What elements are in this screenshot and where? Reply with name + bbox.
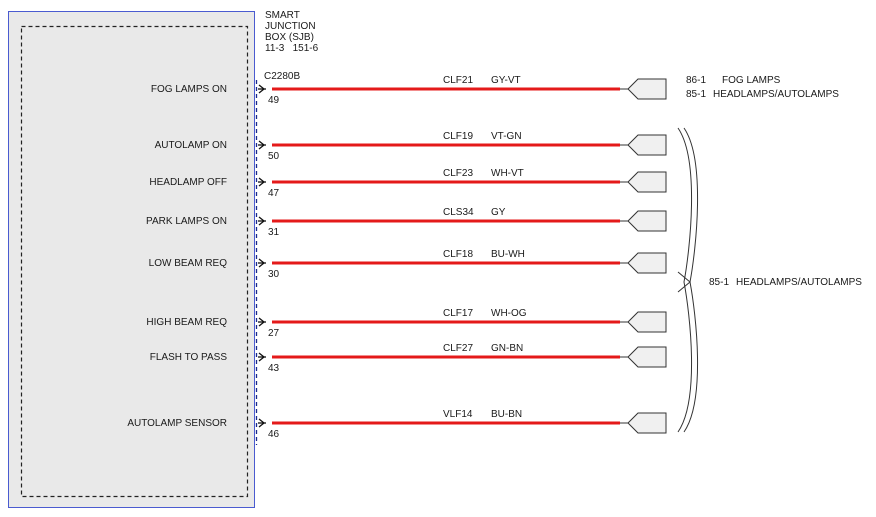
circuit-row: HIGH BEAM REQ 27 CLF17 WH-OG	[146, 308, 667, 339]
circuit-row: AUTOLAMP ON 50 CLF19 VT-GN	[155, 131, 667, 162]
pin-number: 43	[268, 363, 280, 374]
signal-label: AUTOLAMP SENSOR	[127, 418, 227, 429]
wire-color: BU-BN	[491, 409, 522, 420]
group-dest-ref: 85-1	[709, 277, 729, 288]
dest-ref-2: 85-1	[686, 89, 706, 100]
signal-label: FLASH TO PASS	[150, 352, 228, 363]
signal-label: HEADLAMP OFF	[149, 177, 227, 188]
circuit-id: VLF14	[443, 409, 473, 420]
sjb-title: SMART JUNCTION BOX (SJB) 11-3 151-6	[265, 10, 319, 54]
circuit-row: PARK LAMPS ON 31 CLS34 GY	[146, 207, 667, 238]
circuit-row: FLASH TO PASS 43 CLF27 GN-BN	[150, 343, 667, 374]
connector-terminal-icon	[627, 210, 667, 232]
circuit-row: LOW BEAM REQ 30 CLF18 BU-WH	[149, 249, 667, 280]
connector-label: C2280B	[264, 71, 300, 82]
sjb-module-border	[8, 11, 255, 508]
circuit-id: CLF17	[443, 308, 473, 319]
sjb-title-line-1: SMART	[265, 10, 300, 21]
circuit-row: HEADLAMP OFF 47 CLF23 WH-VT	[149, 168, 667, 199]
signal-label: AUTOLAMP ON	[155, 140, 227, 151]
sjb-module	[8, 11, 258, 508]
pin-number: 30	[268, 269, 280, 280]
circuit-id: CLF19	[443, 131, 473, 142]
sjb-inner-dashed-outline	[20, 25, 249, 498]
wire-color: GY	[491, 207, 506, 218]
connector-terminal-icon	[627, 311, 667, 333]
circuit-id: CLF21	[443, 75, 473, 86]
connector-terminal-icon	[627, 78, 667, 100]
signal-label: HIGH BEAM REQ	[146, 317, 227, 328]
dest-name-2: HEADLAMPS/AUTOLAMPS	[713, 89, 839, 100]
pin-number: 31	[268, 227, 280, 238]
pin-number: 46	[268, 429, 280, 440]
sjb-title-line-2: JUNCTION	[265, 21, 316, 32]
circuit-id: CLS34	[443, 207, 474, 218]
wire-color: WH-OG	[491, 308, 527, 319]
connector-terminal-icon	[627, 412, 667, 434]
connector-terminal-icon	[627, 346, 667, 368]
circuit-id: CLF18	[443, 249, 473, 260]
pin-number: 27	[268, 328, 280, 339]
pin-number: 47	[268, 188, 280, 199]
circuit-row: FOG LAMPS ON 49 CLF21 GY-VT	[151, 75, 667, 106]
pin-number: 49	[268, 95, 280, 106]
pin-number: 50	[268, 151, 280, 162]
wire-color: WH-VT	[491, 168, 524, 179]
wire-color: VT-GN	[491, 131, 522, 142]
dest-name-1: FOG LAMPS	[722, 75, 781, 86]
group-dest-name: HEADLAMPS/AUTOLAMPS	[736, 277, 862, 288]
group-brace	[677, 127, 699, 433]
connector-terminal-icon	[627, 252, 667, 274]
connector-terminal-icon	[627, 134, 667, 156]
signal-label: PARK LAMPS ON	[146, 216, 227, 227]
sjb-title-line-4: 11-3 151-6	[265, 43, 319, 54]
sjb-title-line-3: BOX (SJB)	[265, 32, 314, 43]
wire-color: BU-WH	[491, 249, 525, 260]
circuit-id: CLF27	[443, 343, 473, 354]
circuit-id: CLF23	[443, 168, 473, 179]
destination-fog: 86-1 FOG LAMPS 85-1 HEADLAMPS/AUTOLAMPS	[686, 75, 839, 100]
signal-label: FOG LAMPS ON	[151, 84, 227, 95]
connector-terminal-icon	[627, 171, 667, 193]
wire-color: GY-VT	[491, 75, 521, 86]
dest-ref-1: 86-1	[686, 75, 706, 86]
circuit-row: AUTOLAMP SENSOR 46 VLF14 BU-BN	[127, 409, 667, 440]
wire-color: GN-BN	[491, 343, 523, 354]
signal-label: LOW BEAM REQ	[149, 258, 228, 269]
